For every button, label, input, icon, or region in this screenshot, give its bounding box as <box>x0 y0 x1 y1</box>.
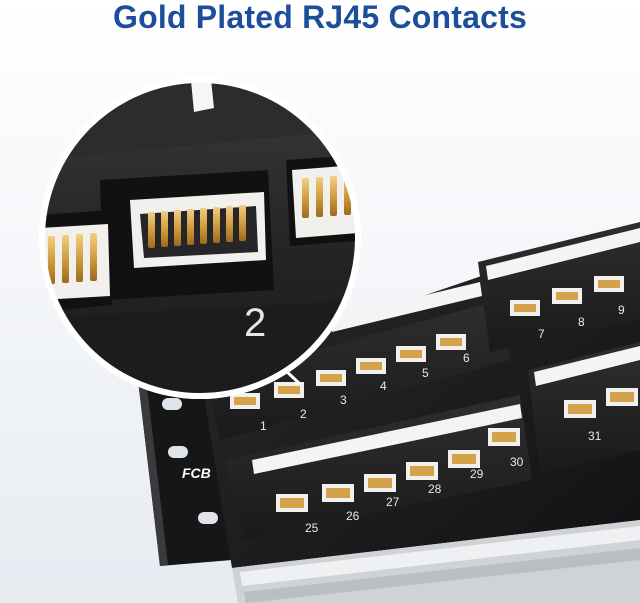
punch-down-block <box>232 520 640 603</box>
zoomed-port-number: 2 <box>244 301 266 345</box>
callout-pointer <box>283 368 302 386</box>
port-number: 25 <box>305 521 319 535</box>
rj45-jack[interactable] <box>510 300 540 316</box>
port-number: 27 <box>386 495 400 509</box>
rj45-jack[interactable] <box>274 382 304 398</box>
rj45-jack[interactable] <box>594 276 624 292</box>
port-number: 9 <box>618 303 625 317</box>
port-number: 7 <box>538 327 545 341</box>
rj45-jack[interactable] <box>552 288 582 304</box>
gold-contacts <box>148 205 246 248</box>
port-number: 31 <box>588 429 602 443</box>
rj45-jack[interactable] <box>316 370 346 386</box>
mounting-hole <box>198 512 218 524</box>
port-number: 5 <box>422 366 429 380</box>
rj45-jack[interactable] <box>396 346 426 362</box>
rj45-jack[interactable] <box>230 393 260 409</box>
mounting-hole <box>168 446 188 458</box>
port-number: 30 <box>510 455 524 469</box>
rj45-jack[interactable] <box>436 334 466 350</box>
rj45-jack[interactable] <box>356 358 386 374</box>
module-upper-right <box>478 222 640 352</box>
rj45-jack[interactable] <box>448 450 480 468</box>
rj45-jack[interactable] <box>322 484 354 502</box>
rj45-jack[interactable] <box>564 400 596 418</box>
port-row-lower <box>276 388 638 512</box>
port-number: 3 <box>340 393 347 407</box>
rj45-jack[interactable] <box>406 462 438 480</box>
port-number: 29 <box>470 467 484 481</box>
zoomed-rj45-jack <box>130 192 266 268</box>
mounting-hole <box>162 398 182 410</box>
rj45-jack[interactable] <box>488 428 520 446</box>
port-number: 4 <box>380 379 387 393</box>
port-row-upper <box>230 276 624 409</box>
rj45-jack[interactable] <box>364 474 396 492</box>
rj45-jack[interactable] <box>276 494 308 512</box>
port-number: 8 <box>578 315 585 329</box>
port-number: 2 <box>300 407 307 421</box>
port-number: 26 <box>346 509 360 523</box>
port-number: 28 <box>428 482 442 496</box>
rj45-jack[interactable] <box>606 388 638 406</box>
port-number: 6 <box>463 351 470 365</box>
headline: Gold Plated RJ45 Contacts <box>113 0 527 35</box>
port-number: 1 <box>260 419 267 433</box>
brand-logo: FCB <box>182 465 211 481</box>
zoomed-rj45-jack <box>42 224 110 300</box>
label-strips <box>252 228 640 474</box>
